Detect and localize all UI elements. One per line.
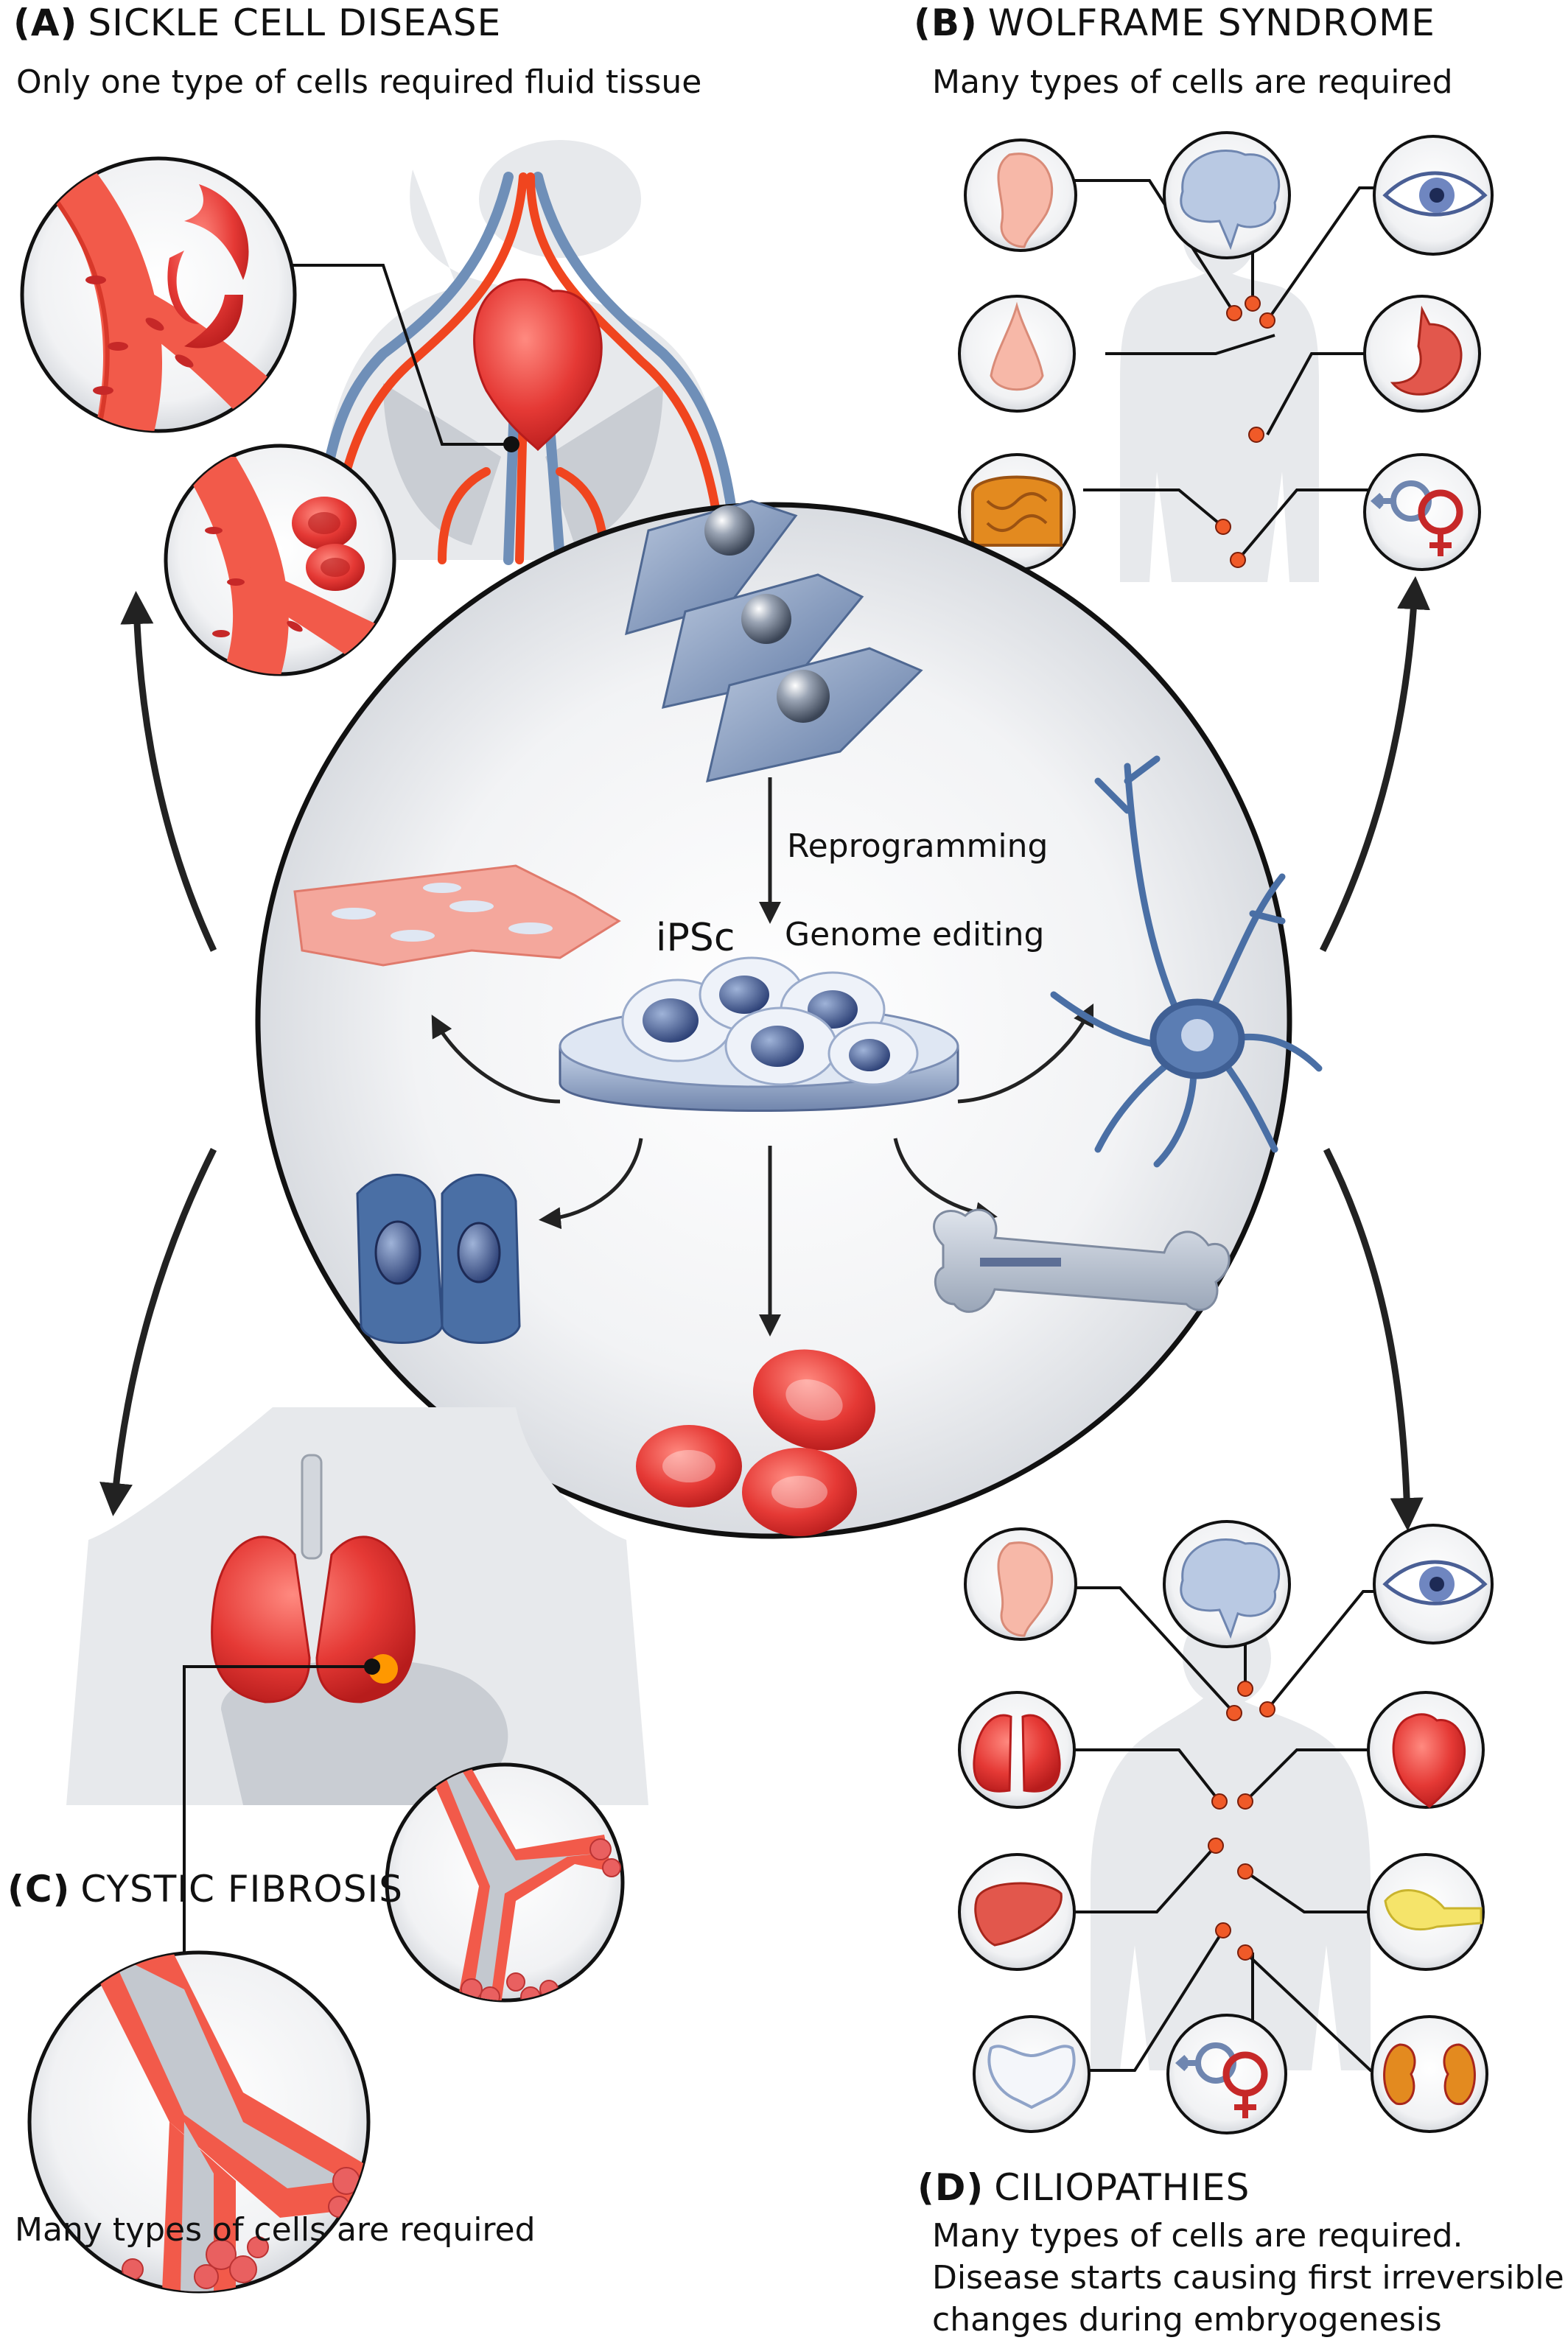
airway-mucus-zoom-bubble-large <box>27 1950 371 2294</box>
panel-b-subtitle: Many types of cells are required <box>932 63 1453 101</box>
panel-d-subtitle-line-1: Many types of cells are required. <box>932 2217 1463 2255</box>
organ-dot <box>1230 552 1246 568</box>
organ-dot <box>1248 427 1264 443</box>
sickle-cell-zoom-bubble <box>20 156 297 433</box>
hepatocyte-cells <box>356 1174 521 1344</box>
panel-d-title: (D)CILIOPATHIES <box>917 2166 1250 2209</box>
sex-symbol-icon <box>1363 453 1481 571</box>
body-silhouette-d <box>1091 1687 1371 2070</box>
panel-b-letter: (B) <box>914 1 978 44</box>
heart-a <box>473 278 603 452</box>
ipsc-cells <box>621 956 919 1086</box>
organ-dot <box>1208 1838 1224 1854</box>
organ-dot <box>1259 1701 1275 1717</box>
leader-line-a <box>243 264 511 446</box>
ear-icon <box>964 1527 1077 1641</box>
sex-symbol-icon <box>1166 2014 1287 2134</box>
panel-a-illustration <box>243 140 742 565</box>
panel-c-letter: (C) <box>7 1868 71 1911</box>
organ-dot <box>1226 305 1242 321</box>
panel-c-subtitle: Many types of cells are required <box>15 2211 536 2249</box>
panel-c-title-text: CYSTIC FIBROSIS <box>80 1868 403 1911</box>
panel-d-title-text: CILIOPATHIES <box>994 2166 1250 2209</box>
organ-dot <box>1215 519 1231 535</box>
organ-dot <box>1215 1922 1231 1939</box>
lungs-c <box>211 1535 416 1703</box>
heart-icon <box>1367 1691 1485 1809</box>
blue-vessels-a <box>312 172 742 565</box>
panel-a-subtitle: Only one type of cells required fluid ti… <box>16 63 702 101</box>
organ-dot <box>1211 1793 1228 1810</box>
panel-d-subtitle-line-3: changes during embryogenesis <box>932 2301 1442 2339</box>
muscle-tissue-cells <box>293 864 621 967</box>
brain-icon <box>1163 131 1291 259</box>
pelvis-icon <box>973 2015 1091 2133</box>
neuron-cell <box>1050 755 1323 1168</box>
kidneys-icon <box>1371 2015 1488 2133</box>
panel-c-title: (C)CYSTIC FIBROSIS <box>7 1868 403 1911</box>
eye-icon <box>1373 135 1494 256</box>
fibroblast-cells <box>625 500 923 782</box>
bone-shape <box>933 1208 1231 1313</box>
organ-dot <box>1259 312 1275 329</box>
head-silhouette-a <box>479 140 641 258</box>
panel-d-subtitle-line-2: Disease starts causing first irreversibl… <box>932 2259 1564 2297</box>
trachea-c <box>301 1454 323 1560</box>
organ-dot <box>1237 1944 1253 1961</box>
leader-line-c <box>183 1665 372 1952</box>
panel-a-title-text: SICKLE CELL DISEASE <box>88 1 502 44</box>
airway-mucus-zoom-bubble-small <box>385 1762 625 2003</box>
brain-icon <box>1163 1520 1291 1648</box>
panel-b-title-text: WOLFRAME SYNDROME <box>987 1 1435 44</box>
organ-dot <box>1226 1705 1242 1721</box>
organ-dot <box>1237 1863 1253 1880</box>
body-silhouette-b <box>1120 265 1319 582</box>
stomach-icon <box>1363 295 1481 413</box>
lungs-icon <box>958 1691 1076 1809</box>
reprogramming-label: Reprogramming <box>787 827 1048 865</box>
organ-dot <box>1237 1793 1253 1810</box>
genome-editing-label: Genome editing <box>785 916 1044 953</box>
red-blood-cells <box>636 1349 876 1536</box>
panel-a-letter: (A) <box>13 1 78 44</box>
organ-dot <box>1237 1681 1253 1697</box>
red-arteries-a <box>327 172 727 564</box>
panel-c-illustration <box>66 1407 648 1952</box>
eye-icon <box>1373 1524 1494 1645</box>
panel-a-title: (A)SICKLE CELL DISEASE <box>13 1 501 44</box>
panel-b-title: (B)WOLFRAME SYNDROME <box>914 1 1435 44</box>
normal-red-cell-zoom-bubble <box>164 444 396 676</box>
ipsc-label: iPSc <box>656 916 735 960</box>
panel-d-illustration <box>1021 1586 1422 2072</box>
ear-icon <box>964 139 1077 252</box>
organ-dot <box>1245 295 1261 312</box>
panel-d-letter: (D) <box>917 2166 984 2209</box>
pancreas-icon <box>1367 1853 1485 1971</box>
nose-icon <box>958 295 1076 413</box>
liver-icon <box>958 1853 1076 1971</box>
petri-dish <box>559 956 959 1112</box>
sickle-cell-shape <box>167 184 249 349</box>
panel-arrows <box>99 576 1430 1531</box>
